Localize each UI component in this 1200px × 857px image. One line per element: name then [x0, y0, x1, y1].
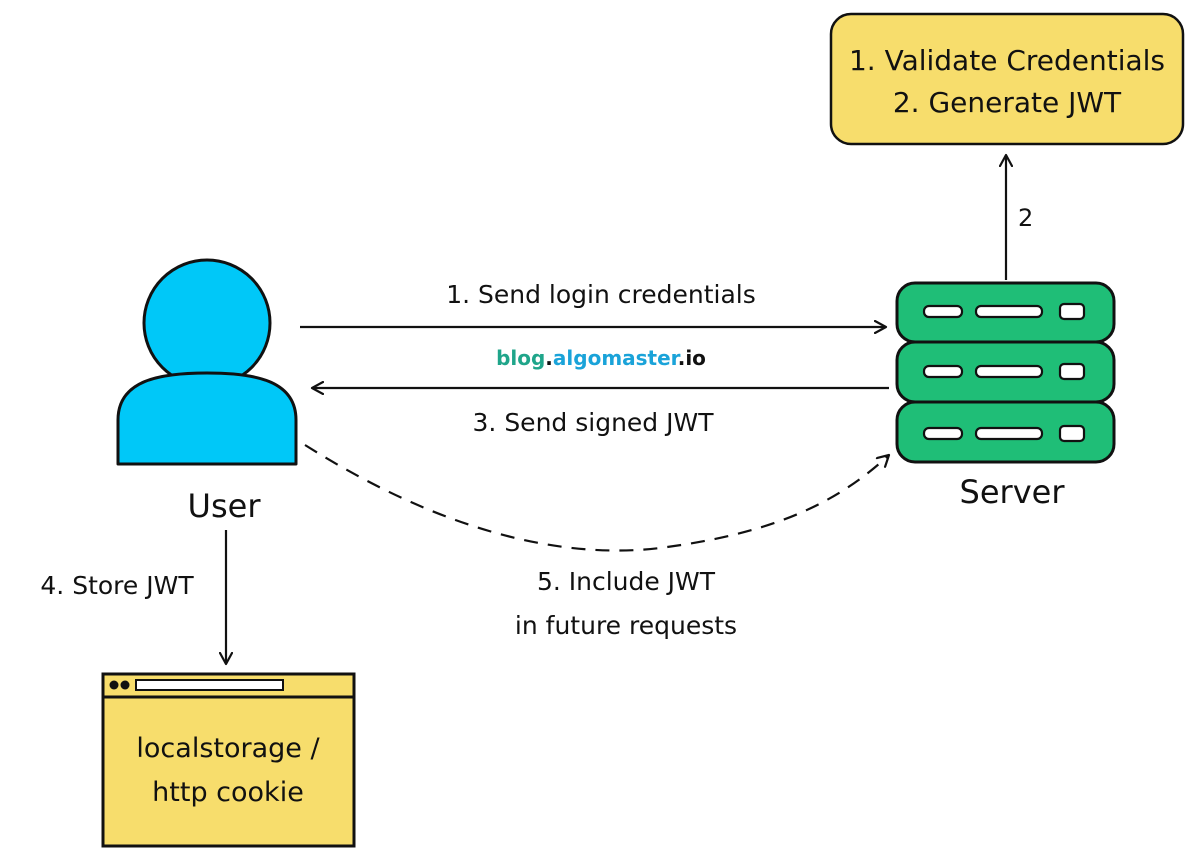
validate-generate-box: 1. Validate Credentials 2. Generate JWT [829, 12, 1185, 146]
server-unit [895, 340, 1116, 404]
send-jwt-label: 3. Send signed JWT [473, 408, 715, 437]
send-credentials-label: 1. Send login credentials [446, 280, 756, 309]
storage-label-1: localstorage / [136, 733, 320, 764]
arrow-include-jwt [304, 444, 889, 552]
watermark-dot: . [545, 346, 553, 370]
server-unit [895, 281, 1116, 344]
step-2-label: 2 [1018, 204, 1033, 232]
watermark: blog.algomaster.io [496, 346, 706, 370]
watermark-part-blog: blog [496, 346, 545, 370]
watermark-part-algomaster: algomaster [553, 346, 681, 370]
server-icon [895, 281, 1116, 464]
watermark-dot: . [678, 346, 686, 370]
user-icon [116, 258, 298, 466]
server-unit [895, 400, 1116, 464]
watermark-part-io: io [685, 346, 706, 370]
storage-label-2: http cookie [152, 777, 304, 808]
generate-jwt-text: 2. Generate JWT [893, 86, 1122, 119]
store-jwt-label: 4. Store JWT [40, 571, 194, 600]
include-jwt-label-1: 5. Include JWT [537, 567, 716, 596]
server-label: Server [960, 473, 1066, 511]
include-jwt-label-2: in future requests [515, 611, 737, 640]
browser-window-icon [101, 672, 356, 848]
validate-credentials-text: 1. Validate Credentials [849, 44, 1165, 77]
user-label: User [188, 487, 262, 525]
